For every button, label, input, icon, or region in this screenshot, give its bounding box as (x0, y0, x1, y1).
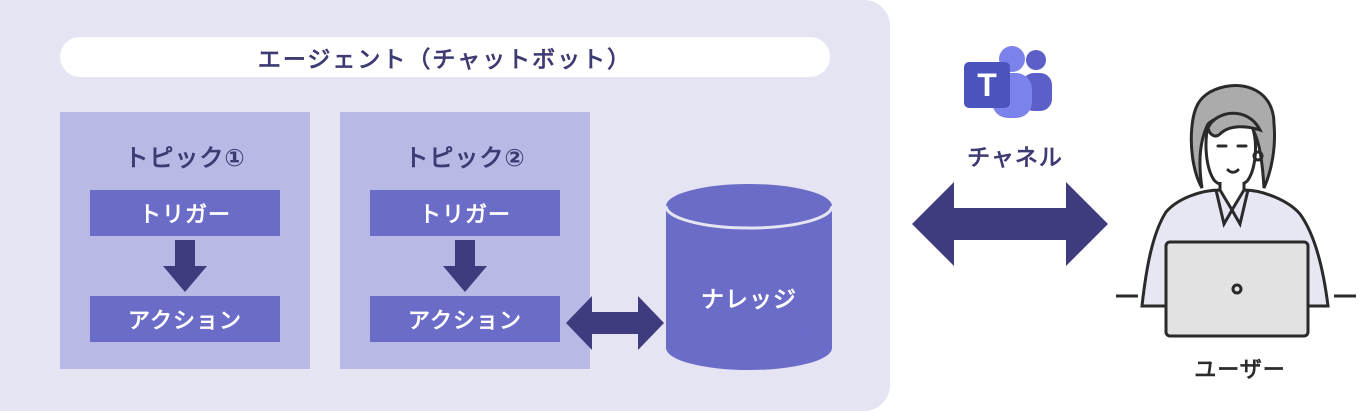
svg-text:T: T (977, 67, 997, 103)
agent-title: エージェント（チャットボット） (60, 37, 830, 77)
user-avatar-icon (1116, 84, 1356, 338)
channel-label: チャネル (967, 145, 1063, 171)
down-arrow-icon (443, 240, 487, 292)
user-label: ユーザー (1194, 358, 1286, 383)
action-box-2: アクション (370, 296, 560, 342)
trigger-box-2: トリガー (370, 190, 560, 236)
trigger-box-1: トリガー (90, 190, 280, 236)
agent-panel: エージェント（チャットボット） トピック① トリガー アクション トピック② ト… (0, 0, 890, 411)
database-cylinder-icon (666, 184, 832, 370)
topic-box-2: トピック② トリガー アクション (340, 112, 590, 369)
double-arrow-icon (912, 182, 1108, 266)
double-arrow-icon (566, 296, 664, 350)
down-arrow-icon (163, 240, 207, 292)
topic-box-1: トピック① トリガー アクション (60, 112, 310, 369)
topic-title-1: トピック① (124, 144, 246, 172)
knowledge-label: ナレッジ (701, 287, 797, 313)
teams-icon: T (964, 46, 1052, 118)
action-box-1: アクション (90, 296, 280, 342)
topic-title-2: トピック② (404, 144, 526, 172)
